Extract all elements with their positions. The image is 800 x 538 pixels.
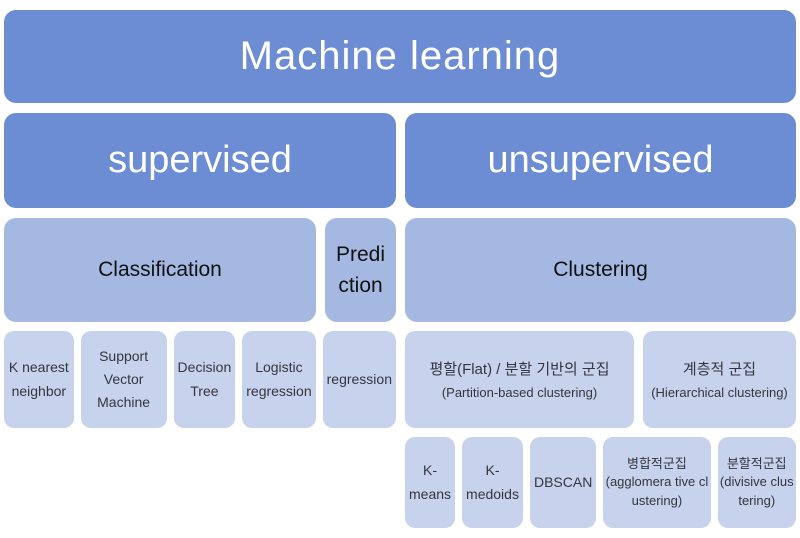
row-categories: Classification Prediction Clustering xyxy=(4,218,796,322)
node-unsupervised: unsupervised xyxy=(405,113,796,208)
node-clustering: Clustering xyxy=(405,218,796,322)
row-methods-and-types: K nearest neighbor Support Vector Machin… xyxy=(4,331,796,428)
row-clustering-methods: K-means K-medoids DBSCAN 병합적군집 (agglomer… xyxy=(4,437,796,528)
node-decision-tree: Decision Tree xyxy=(173,331,236,428)
node-k-nearest-neighbor: K nearest neighbor xyxy=(4,331,74,428)
agglomerative-english-label: (agglomera tive clustering) xyxy=(605,474,709,509)
node-machine-learning: Machine learning xyxy=(4,10,796,103)
node-k-medoids: K-medoids xyxy=(462,437,523,528)
node-k-means: K-means xyxy=(405,437,456,528)
hierarchical-clustering-korean-label: 계층적 군집 xyxy=(682,361,757,378)
hierarchical-clustering-english-label: (Hierarchical clustering) xyxy=(651,384,788,400)
empty-left-area xyxy=(4,437,396,528)
node-hierarchical-clustering: 계층적 군집 (Hierarchical clustering) xyxy=(643,331,796,428)
row-branches: supervised unsupervised xyxy=(4,113,796,208)
node-divisive-clustering: 분할적군집 (divisive clustering) xyxy=(717,437,796,528)
node-partition-based-clustering: 평할(Flat) / 분할 기반의 군집 (Partition-based cl… xyxy=(405,331,634,428)
node-regression: regression xyxy=(322,331,396,428)
node-agglomerative-clustering: 병합적군집 (agglomera tive clustering) xyxy=(603,437,711,528)
divisive-english-label: (divisive clustering) xyxy=(719,474,794,509)
node-logistic-regression: Logistic regression xyxy=(242,331,316,428)
node-supervised: supervised xyxy=(4,113,396,208)
row-root: Machine learning xyxy=(4,10,796,103)
partition-clustering-english-label: (Partition-based clustering) xyxy=(441,384,598,400)
node-dbscan: DBSCAN xyxy=(529,437,597,528)
node-prediction: Prediction xyxy=(325,218,396,322)
node-support-vector-machine: Support Vector Machine xyxy=(80,331,167,428)
partition-clustering-korean-label: 평할(Flat) / 분할 기반의 군집 xyxy=(429,361,610,378)
node-classification: Classification xyxy=(4,218,316,322)
agglomerative-korean-label: 병합적군집 xyxy=(627,455,687,471)
divisive-korean-label: 분할적군집 xyxy=(726,455,787,471)
